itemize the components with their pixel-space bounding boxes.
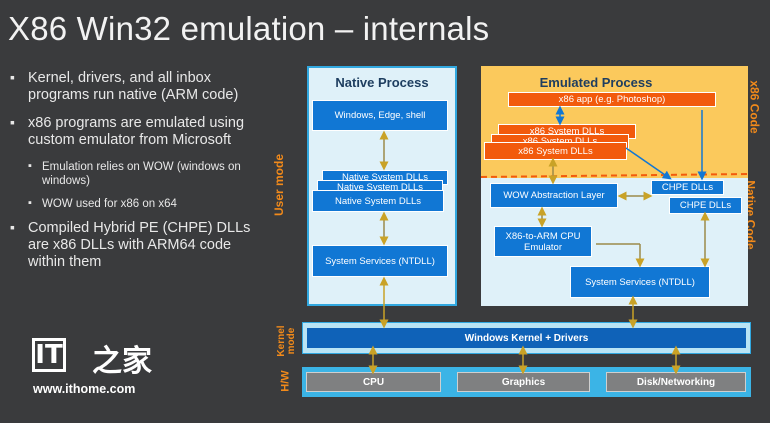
shell-box: Windows, Edge, shell: [312, 100, 448, 131]
emulated-process-title: Emulated Process: [539, 75, 653, 90]
native-process-title: Native Process: [335, 75, 429, 90]
chpe-dll-box: CHPE DLLs: [651, 180, 724, 195]
kernel-box: Windows Kernel + Drivers: [307, 328, 746, 348]
ithome-url: www.ithome.com: [33, 382, 136, 396]
bullet-item: x86 programs are emulated using custom e…: [10, 114, 272, 149]
slide-title: X86 Win32 emulation – internals: [8, 10, 490, 47]
native-services-box: System Services (NTDLL): [312, 245, 448, 277]
wow-layer-box: WOW Abstraction Layer: [490, 183, 618, 208]
ithome-logo: IT: [32, 338, 66, 372]
bullet-item: Compiled Hybrid PE (CHPE) DLLs are x86 D…: [10, 219, 272, 271]
x86-app-box: x86 app (e.g. Photoshop): [508, 92, 716, 107]
cpu-emulator-box: X86-to-ARM CPU Emulator: [494, 226, 592, 257]
sub-bullet-item: Emulation relies on WOW (windows on wind…: [10, 159, 272, 188]
native-dll-box: Native System DLLs: [312, 190, 444, 212]
sub-bullet-item: WOW used for x86 on x64: [10, 196, 272, 211]
bullet-list: Kernel, drivers, and all inbox programs …: [10, 69, 272, 282]
bullet-item: Kernel, drivers, and all inbox programs …: [10, 69, 272, 104]
code-boundary-line: [480, 173, 749, 178]
ithome-logo-cn: 之家: [92, 344, 152, 379]
